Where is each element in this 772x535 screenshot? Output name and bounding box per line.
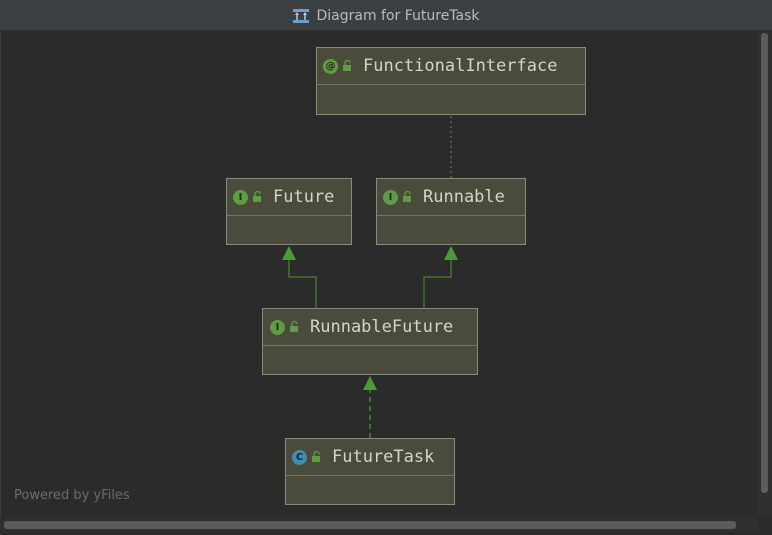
node-header: I Future [227, 179, 351, 216]
unlocked-icon [253, 191, 261, 202]
vertical-scrollbar-thumb[interactable] [761, 33, 768, 493]
class-badge-icon: C [292, 449, 307, 465]
node-runnablefuture[interactable]: I RunnableFuture [262, 308, 478, 375]
diagram-icon [293, 8, 310, 23]
title-bar: Diagram for FutureTask [0, 0, 772, 31]
node-header: I RunnableFuture [263, 309, 477, 346]
title-wrap: Diagram for FutureTask [0, 0, 772, 31]
window-title: Diagram for FutureTask [316, 7, 480, 24]
vertical-scrollbar[interactable] [758, 31, 772, 514]
interface-badge-icon: I [270, 319, 285, 335]
node-label: FunctionalInterface [363, 56, 558, 76]
node-body [286, 476, 454, 504]
node-runnable[interactable]: I Runnable [376, 178, 526, 245]
unlocked-icon [403, 191, 411, 202]
node-future[interactable]: I Future [226, 178, 352, 245]
annotation-badge-icon: @ [323, 58, 338, 74]
node-label: RunnableFuture [310, 317, 454, 337]
watermark: Powered by yFiles [14, 488, 130, 503]
unlocked-icon [290, 321, 298, 332]
node-functionalinterface[interactable]: @ FunctionalInterface [316, 47, 586, 115]
node-body [377, 216, 525, 244]
node-body [317, 85, 585, 114]
node-header: I Runnable [377, 179, 525, 216]
node-futuretask[interactable]: C FutureTask [285, 438, 455, 505]
interface-badge-icon: I [383, 189, 398, 205]
horizontal-scrollbar[interactable] [0, 518, 758, 532]
node-body [227, 216, 351, 244]
unlocked-icon [343, 60, 351, 71]
unlocked-icon [312, 451, 320, 462]
node-label: Future [273, 187, 335, 207]
interface-badge-icon: I [233, 189, 248, 205]
node-label: FutureTask [332, 447, 435, 467]
node-label: Runnable [423, 187, 505, 207]
node-body [263, 346, 477, 374]
horizontal-scrollbar-thumb[interactable] [4, 521, 736, 529]
node-header: @ FunctionalInterface [317, 48, 585, 85]
node-header: C FutureTask [286, 439, 454, 476]
